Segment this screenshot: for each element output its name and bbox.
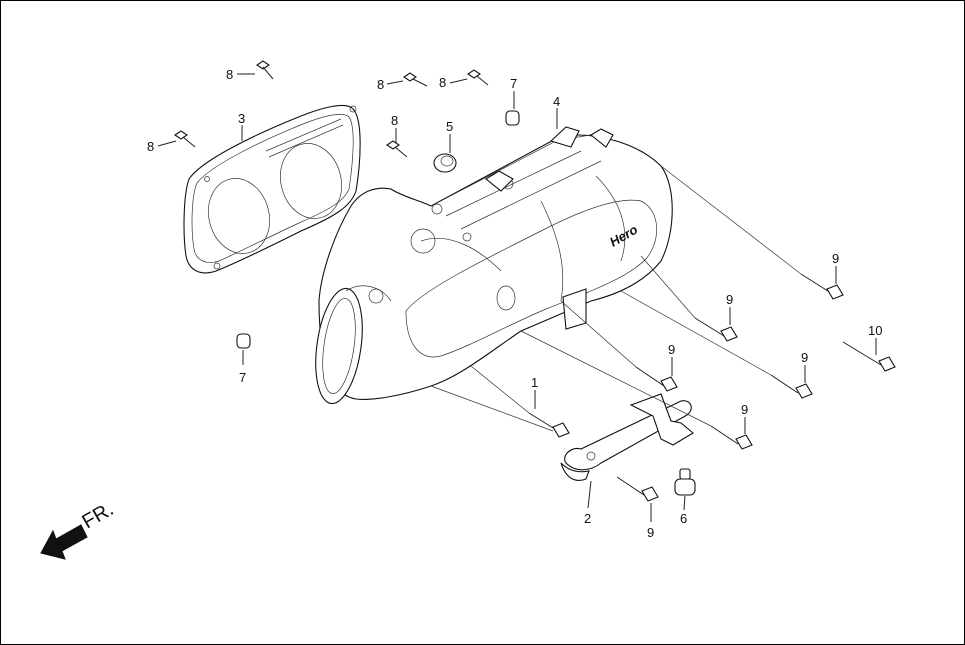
callout-4: 4 <box>553 94 560 109</box>
crankcase-cover-part-4 <box>315 126 673 405</box>
dowel-pin-part-7-top <box>505 110 520 126</box>
screw-part-8-a <box>256 60 274 80</box>
front-direction-arrow: FR. <box>40 498 118 560</box>
callout-8: 8 <box>147 139 154 154</box>
screw-part-8-e <box>174 130 196 148</box>
callout-3: 3 <box>238 111 245 126</box>
callout-8: 8 <box>391 113 398 128</box>
alignment-lines <box>430 165 802 432</box>
callout-9: 9 <box>801 350 808 365</box>
bolt-part-9-f <box>616 476 659 502</box>
bolt-part-9-b <box>694 317 738 342</box>
callout-1: 1 <box>531 375 538 390</box>
rubber-mount-part-6 <box>674 468 696 496</box>
callout-7: 7 <box>239 370 246 385</box>
callout-5: 5 <box>446 119 453 134</box>
callout-8: 8 <box>226 67 233 82</box>
screw-part-8-d <box>386 140 408 158</box>
bolt-part-9-d <box>770 374 813 399</box>
callout-2: 2 <box>584 511 591 526</box>
bolt-part-9-c <box>635 366 678 392</box>
callout-9: 9 <box>741 402 748 417</box>
dowel-pin-part-7-left <box>236 333 251 349</box>
arrow-icon <box>40 524 88 560</box>
front-direction-label: FR. <box>79 498 118 533</box>
bolt-part-9-e <box>710 425 753 450</box>
callout-9: 9 <box>647 525 654 540</box>
gasket-part-3 <box>183 105 361 274</box>
bolt-part-9-a <box>800 273 844 300</box>
bolt-part-10 <box>842 341 896 372</box>
callout-7: 7 <box>510 76 517 91</box>
callout-8: 8 <box>439 75 446 90</box>
leader-lines <box>157 73 877 522</box>
screw-part-8-b <box>403 72 428 87</box>
callout-6: 6 <box>680 511 687 526</box>
callout-9: 9 <box>832 251 839 266</box>
callout-9: 9 <box>726 292 733 307</box>
callout-labels: 8 8 8 8 8 7 7 3 4 5 1 2 6 10 9 9 9 9 9 9 <box>147 67 882 540</box>
callout-8: 8 <box>377 77 384 92</box>
bolt-part-1 <box>528 412 570 438</box>
callout-9: 9 <box>668 342 675 357</box>
callout-10: 10 <box>868 323 882 338</box>
seal-part-5 <box>433 153 457 173</box>
screw-part-8-c <box>467 69 489 86</box>
bracket-part-2 <box>560 393 694 481</box>
